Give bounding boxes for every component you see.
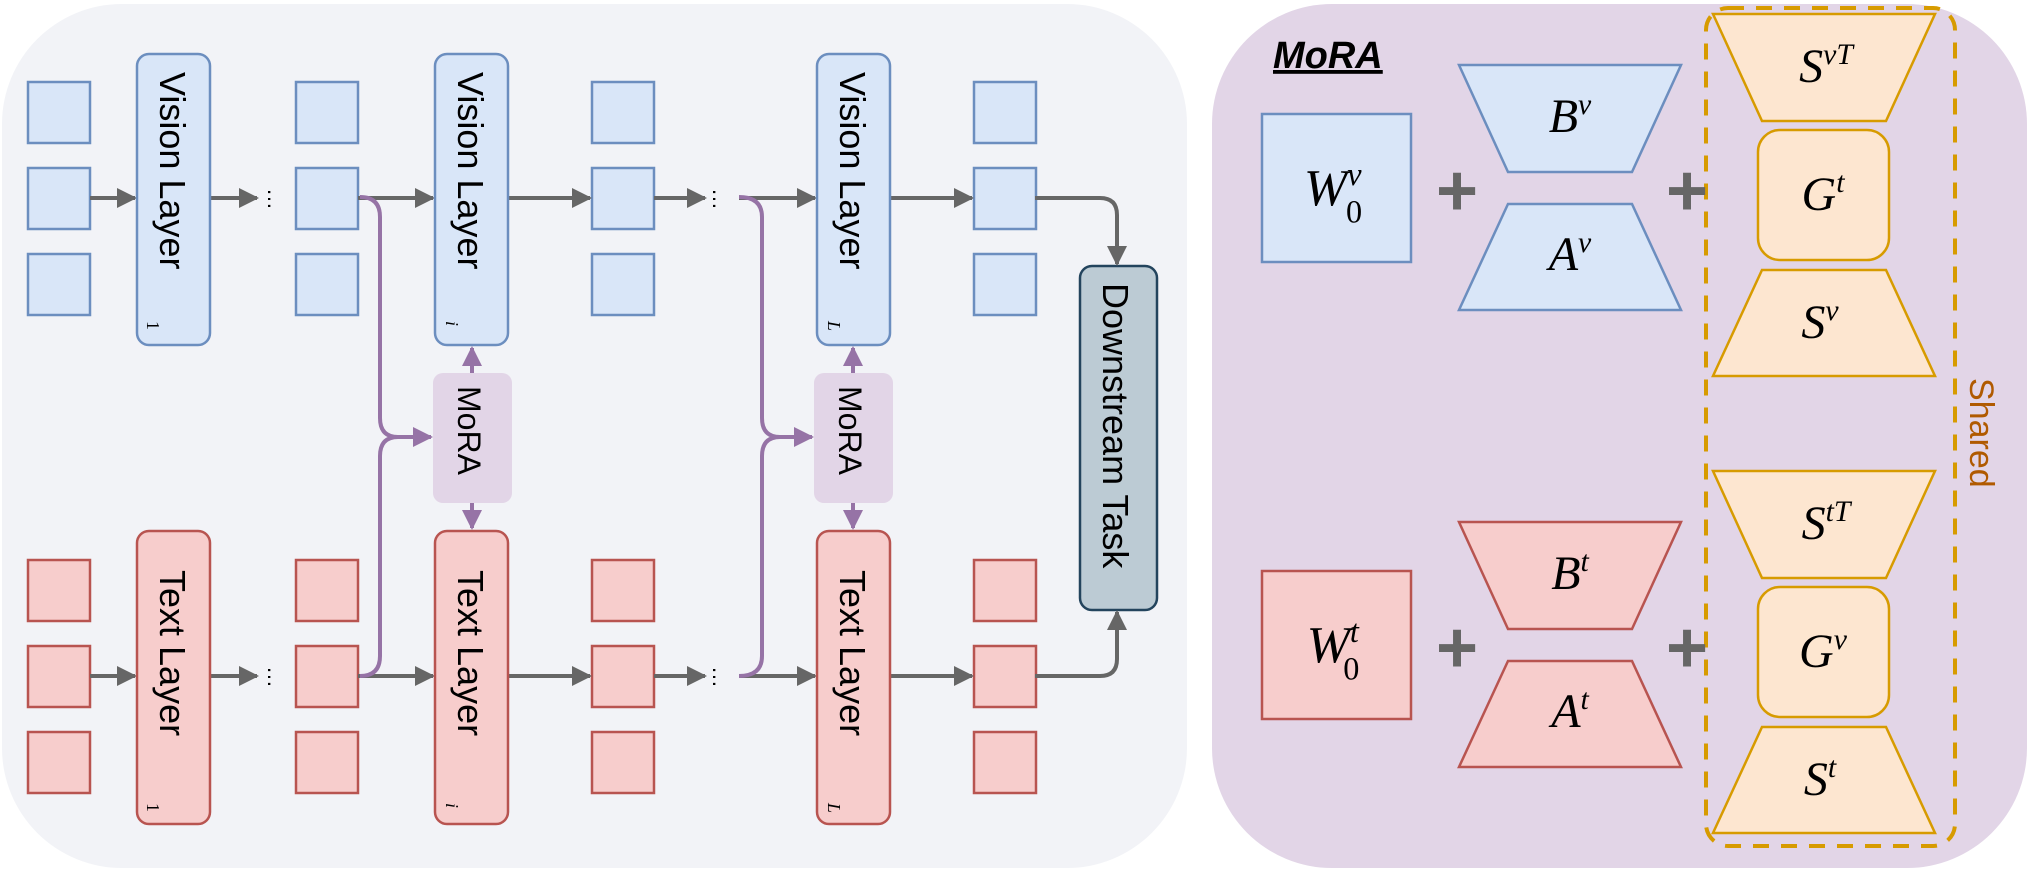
text-shared-bottom-matrix	[1711, 725, 1937, 835]
token-groups	[26, 80, 1038, 795]
mora-block-L: MoRA	[814, 373, 893, 503]
vision-token	[294, 80, 360, 145]
text-layer-L: Text Layer L	[815, 529, 892, 826]
text-layer-i: Text Layer i	[433, 529, 510, 826]
text-token	[294, 558, 360, 623]
vision-token	[590, 166, 656, 231]
vision-shared-top-label: SvT	[1799, 38, 1855, 93]
text-plus-2: +	[1666, 608, 1708, 688]
vision-layer-L: Vision Layer L	[815, 52, 892, 347]
text-layer-L-subscript: L	[824, 802, 844, 813]
text-shared-top-matrix	[1711, 469, 1937, 580]
vision-layer-i: Vision Layer i	[433, 52, 510, 347]
vision-token	[590, 80, 656, 145]
text-ellipsis-2: …	[708, 666, 733, 688]
vision-layer-L-subscript: L	[824, 320, 844, 331]
text-token	[590, 644, 656, 709]
vision-layer-1: Vision Layer 1	[135, 52, 212, 347]
vision-layer-L-label: Vision Layer	[832, 72, 873, 269]
vision-layer-i-subscript: i	[442, 321, 462, 326]
vision-token	[26, 166, 92, 231]
text-output-arrow	[1035, 610, 1127, 678]
text-layer-1-subscript: 1	[143, 803, 163, 812]
mora-L-input-brace	[738, 195, 781, 678]
text-layer-1: Text Layer 1	[135, 529, 212, 826]
text-layer-L-label: Text Layer	[832, 570, 873, 736]
text-shared-bottom-label: St	[1804, 751, 1837, 806]
vision-token	[972, 166, 1038, 231]
vision-gate-matrix	[1756, 128, 1891, 262]
vision-token	[972, 252, 1038, 317]
vision-plus-2: +	[1666, 151, 1708, 231]
downstream-task-block: Downstream Task	[1078, 264, 1159, 612]
vision-gate-label: Gt	[1802, 166, 1846, 221]
vision-shared-top-matrix	[1711, 12, 1937, 123]
vision-layer-1-label: Vision Layer	[152, 72, 193, 269]
text-token	[972, 644, 1038, 709]
vision-shared-bottom-label: Sv	[1801, 294, 1839, 349]
text-token	[972, 558, 1038, 623]
vision-b-matrix	[1457, 63, 1683, 174]
text-token	[294, 730, 360, 795]
text-a-matrix	[1457, 659, 1683, 769]
text-token	[972, 730, 1038, 795]
vision-plus-1: +	[1436, 151, 1478, 231]
text-gate-label: Gv	[1799, 623, 1848, 678]
text-layer-i-label: Text Layer	[450, 570, 491, 736]
text-w0-box	[1260, 569, 1413, 721]
mora-detail-title: MoRA	[1273, 35, 1383, 77]
shared-label: Shared	[1962, 378, 2000, 488]
text-shared-top-label: StT	[1802, 495, 1853, 550]
vision-token	[590, 252, 656, 317]
vision-shared-bottom-matrix	[1711, 268, 1937, 378]
text-b-label: Bt	[1551, 545, 1589, 600]
vision-token	[26, 252, 92, 317]
text-gate-matrix	[1756, 585, 1891, 719]
text-token	[26, 730, 92, 795]
text-layer-1-label: Text Layer	[152, 570, 193, 736]
vision-layer-1-subscript: 1	[143, 321, 163, 330]
vision-token	[26, 80, 92, 145]
mora-block-i-label: MoRA	[451, 386, 487, 476]
vision-output-arrow	[1035, 196, 1127, 266]
text-plus-1: +	[1436, 608, 1478, 688]
mora-i-input-brace	[359, 195, 399, 678]
vision-token	[972, 80, 1038, 145]
text-token	[26, 558, 92, 623]
downstream-task-label: Downstream Task	[1095, 283, 1136, 569]
text-token	[590, 558, 656, 623]
vision-a-label: Av	[1546, 226, 1592, 281]
vision-b-label: Bv	[1549, 88, 1592, 143]
vision-layer-i-label: Vision Layer	[450, 72, 491, 269]
text-b-matrix	[1457, 520, 1683, 631]
mora-block-i: MoRA	[433, 373, 512, 503]
text-layer-i-subscript: i	[442, 803, 462, 808]
vision-a-matrix	[1457, 202, 1683, 312]
text-a-label: At	[1548, 683, 1589, 738]
vision-ellipsis-2: …	[708, 188, 733, 210]
vision-ellipsis-1: …	[263, 188, 288, 210]
text-ellipsis-1: …	[263, 666, 288, 688]
vision-w0-box	[1260, 112, 1413, 264]
text-token	[26, 644, 92, 709]
text-token	[294, 644, 360, 709]
mora-block-L-label: MoRA	[832, 386, 868, 476]
vision-token	[294, 166, 360, 231]
vision-token	[294, 252, 360, 317]
text-token	[590, 730, 656, 795]
